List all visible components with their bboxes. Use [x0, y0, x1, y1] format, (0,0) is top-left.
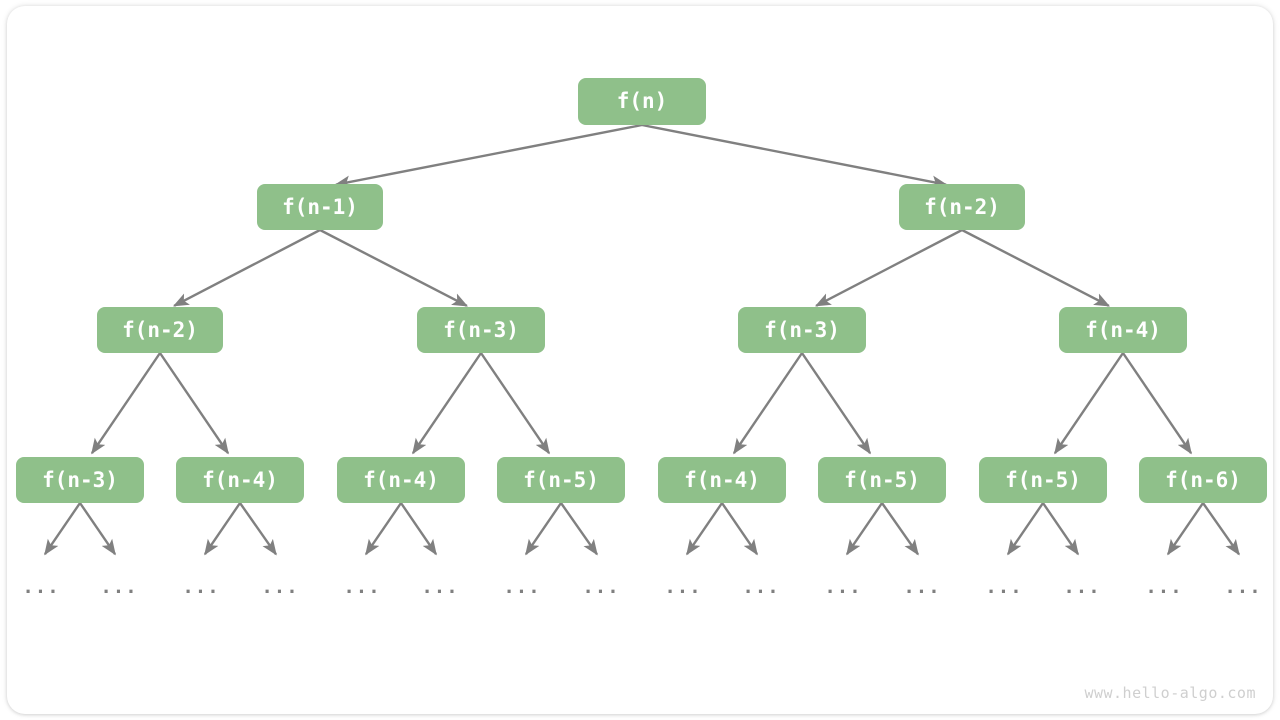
tree-node: f(n-5): [497, 457, 625, 503]
leaf-ellipsis: ...: [742, 576, 780, 598]
leaf-ellipsis: ...: [1224, 576, 1262, 598]
leaf-ellipsis: ...: [261, 576, 299, 598]
tree-edge: [814, 228, 963, 307]
tree-node: f(n-1): [257, 184, 383, 230]
tree-edge: [411, 352, 482, 455]
leaf-ellipsis: ...: [22, 576, 60, 598]
tree-edge: [961, 228, 1111, 307]
leaf-ellipsis: ...: [182, 576, 220, 598]
tree-edge: [364, 502, 402, 556]
leaf-ellipsis: ...: [824, 576, 862, 598]
tree-node: f(n-4): [176, 457, 304, 503]
tree-node: f(n-5): [818, 457, 946, 503]
tree-edge: [845, 502, 883, 556]
tree-edge: [881, 502, 919, 556]
tree-node: f(n-5): [979, 457, 1107, 503]
tree-edge: [90, 352, 161, 455]
leaf-ellipsis: ...: [1145, 576, 1183, 598]
tree-edge: [400, 502, 438, 556]
tree-node: f(n-3): [738, 307, 866, 353]
tree-node: f(n-6): [1139, 457, 1267, 503]
tree-edge: [79, 502, 117, 556]
leaf-ellipsis: ...: [664, 576, 702, 598]
tree-node: f(n-4): [658, 457, 786, 503]
tree-edge: [641, 123, 948, 189]
leaf-ellipsis: ...: [985, 576, 1023, 598]
tree-edge: [801, 352, 872, 455]
tree-edge: [1166, 502, 1204, 556]
leaf-ellipsis: ...: [503, 576, 541, 598]
tree-edge: [1042, 502, 1080, 556]
leaf-ellipsis: ...: [903, 576, 941, 598]
tree-node: f(n-2): [899, 184, 1025, 230]
leaf-ellipsis: ...: [100, 576, 138, 598]
tree-edge: [203, 502, 241, 556]
tree-edge: [1053, 352, 1124, 455]
tree-edge: [685, 502, 723, 556]
tree-edge: [159, 352, 230, 455]
tree-edge: [1202, 502, 1240, 556]
tree-node: f(n): [578, 77, 706, 125]
watermark: www.hello-algo.com: [1084, 684, 1256, 702]
diagram-card: f(n) f(n-1) f(n-2) f(n-2) f(n-3) f(n-3) f(n-4)…: [7, 6, 1273, 714]
tree-edge: [480, 352, 551, 455]
tree-edge: [43, 502, 81, 556]
diagram-stage: f(n) f(n-1) f(n-2) f(n-2) f(n-3) f(n-3) f(n-4)…: [7, 6, 1273, 714]
tree-edge: [172, 228, 321, 307]
tree-node: f(n-4): [337, 457, 465, 503]
leaf-ellipsis: ...: [343, 576, 381, 598]
tree-edge: [1122, 352, 1193, 455]
tree-edge: [334, 123, 643, 189]
tree-edge: [319, 228, 469, 307]
tree-edge: [732, 352, 803, 455]
leaf-ellipsis: ...: [1063, 576, 1101, 598]
tree-edge: [524, 502, 562, 556]
leaf-ellipsis: ...: [582, 576, 620, 598]
tree-edge: [1006, 502, 1044, 556]
tree-edge: [560, 502, 598, 556]
leaf-ellipsis: ...: [421, 576, 459, 598]
tree-edge: [721, 502, 759, 556]
tree-node: f(n-3): [417, 307, 545, 353]
tree-edge: [239, 502, 277, 556]
tree-node: f(n-2): [97, 307, 223, 353]
tree-node: f(n-3): [16, 457, 144, 503]
tree-node: f(n-4): [1059, 307, 1187, 353]
